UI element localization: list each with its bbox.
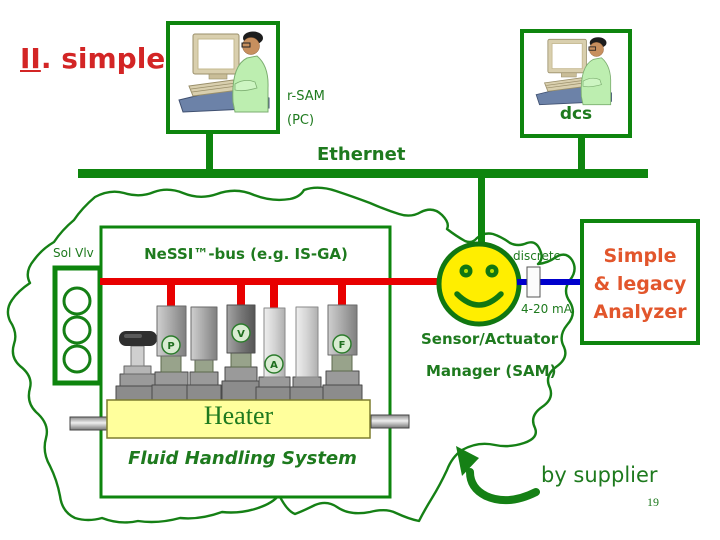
title-numeral: II [20,42,41,75]
smiley-face-icon [436,241,522,327]
pressure-transmitter [151,305,191,401]
analyzer-line2: & legacy [593,273,687,295]
computer-user-icon [178,31,270,113]
analyzer-line1: Simple [603,245,677,267]
heater-label: Heater [203,401,274,430]
smiley-stem [478,177,485,247]
valve-port-circle [62,315,92,345]
valve-actuator [221,304,261,401]
heater-block [106,399,371,439]
ethernet-bus-bar [78,169,648,178]
sol-vlv-box [52,265,103,386]
analyzer-box [580,219,700,345]
left-computer-node [166,21,280,134]
instrument-cylinders: P V A F [115,304,363,401]
analytical-sensor [255,307,293,401]
page-number: 19 [647,495,659,509]
badge-p: P [167,341,174,352]
cloud-outline [6,186,576,524]
analog-label: 4-20 mA [521,302,572,316]
left-node-label-rsam: r-SAM [287,89,325,104]
fluid-handling-system-label: Fluid Handling System [128,448,357,469]
sol-vlv-label: Sol Vlv [53,246,94,260]
title-rest: . simple [40,42,166,75]
outlet-pipe [370,414,410,429]
instrument-cylinder [289,306,324,401]
badge-v: V [237,329,245,340]
inlet-pipe [69,416,109,431]
analog-signal-line [517,279,582,285]
right-computer-node [520,29,632,138]
nessi-bus-line [100,278,443,310]
discrete-label: discrete [513,249,561,263]
left-node-label-pc: (PC) [287,113,315,128]
flow-transmitter [322,304,363,401]
curved-arrow-icon [456,446,540,505]
instrument-cylinder [186,306,222,401]
ethernet-label: Ethernet [317,144,406,165]
left-node-stem [206,130,213,170]
sam-label-line1: Sensor/Actuator [421,330,559,348]
nessi-bus-label: NeSSI™-bus (e.g. IS-GA) [144,245,348,263]
right-node-stem [578,134,585,170]
signal-connector [526,266,541,298]
badge-f: F [339,340,346,351]
valve-port-circle [62,344,92,374]
analyzer-label: Simple & legacy Analyzer [584,228,696,340]
by-supplier-label: by supplier [541,463,658,487]
sam-label-line2: Manager (SAM) [426,362,557,380]
slide-title: II. simple [20,42,165,75]
analyzer-line3: Analyzer [593,301,687,323]
dcs-label: dcs [559,104,593,124]
badge-a: A [270,360,278,371]
valve-port-circle [62,286,92,316]
manual-valve [115,331,160,401]
